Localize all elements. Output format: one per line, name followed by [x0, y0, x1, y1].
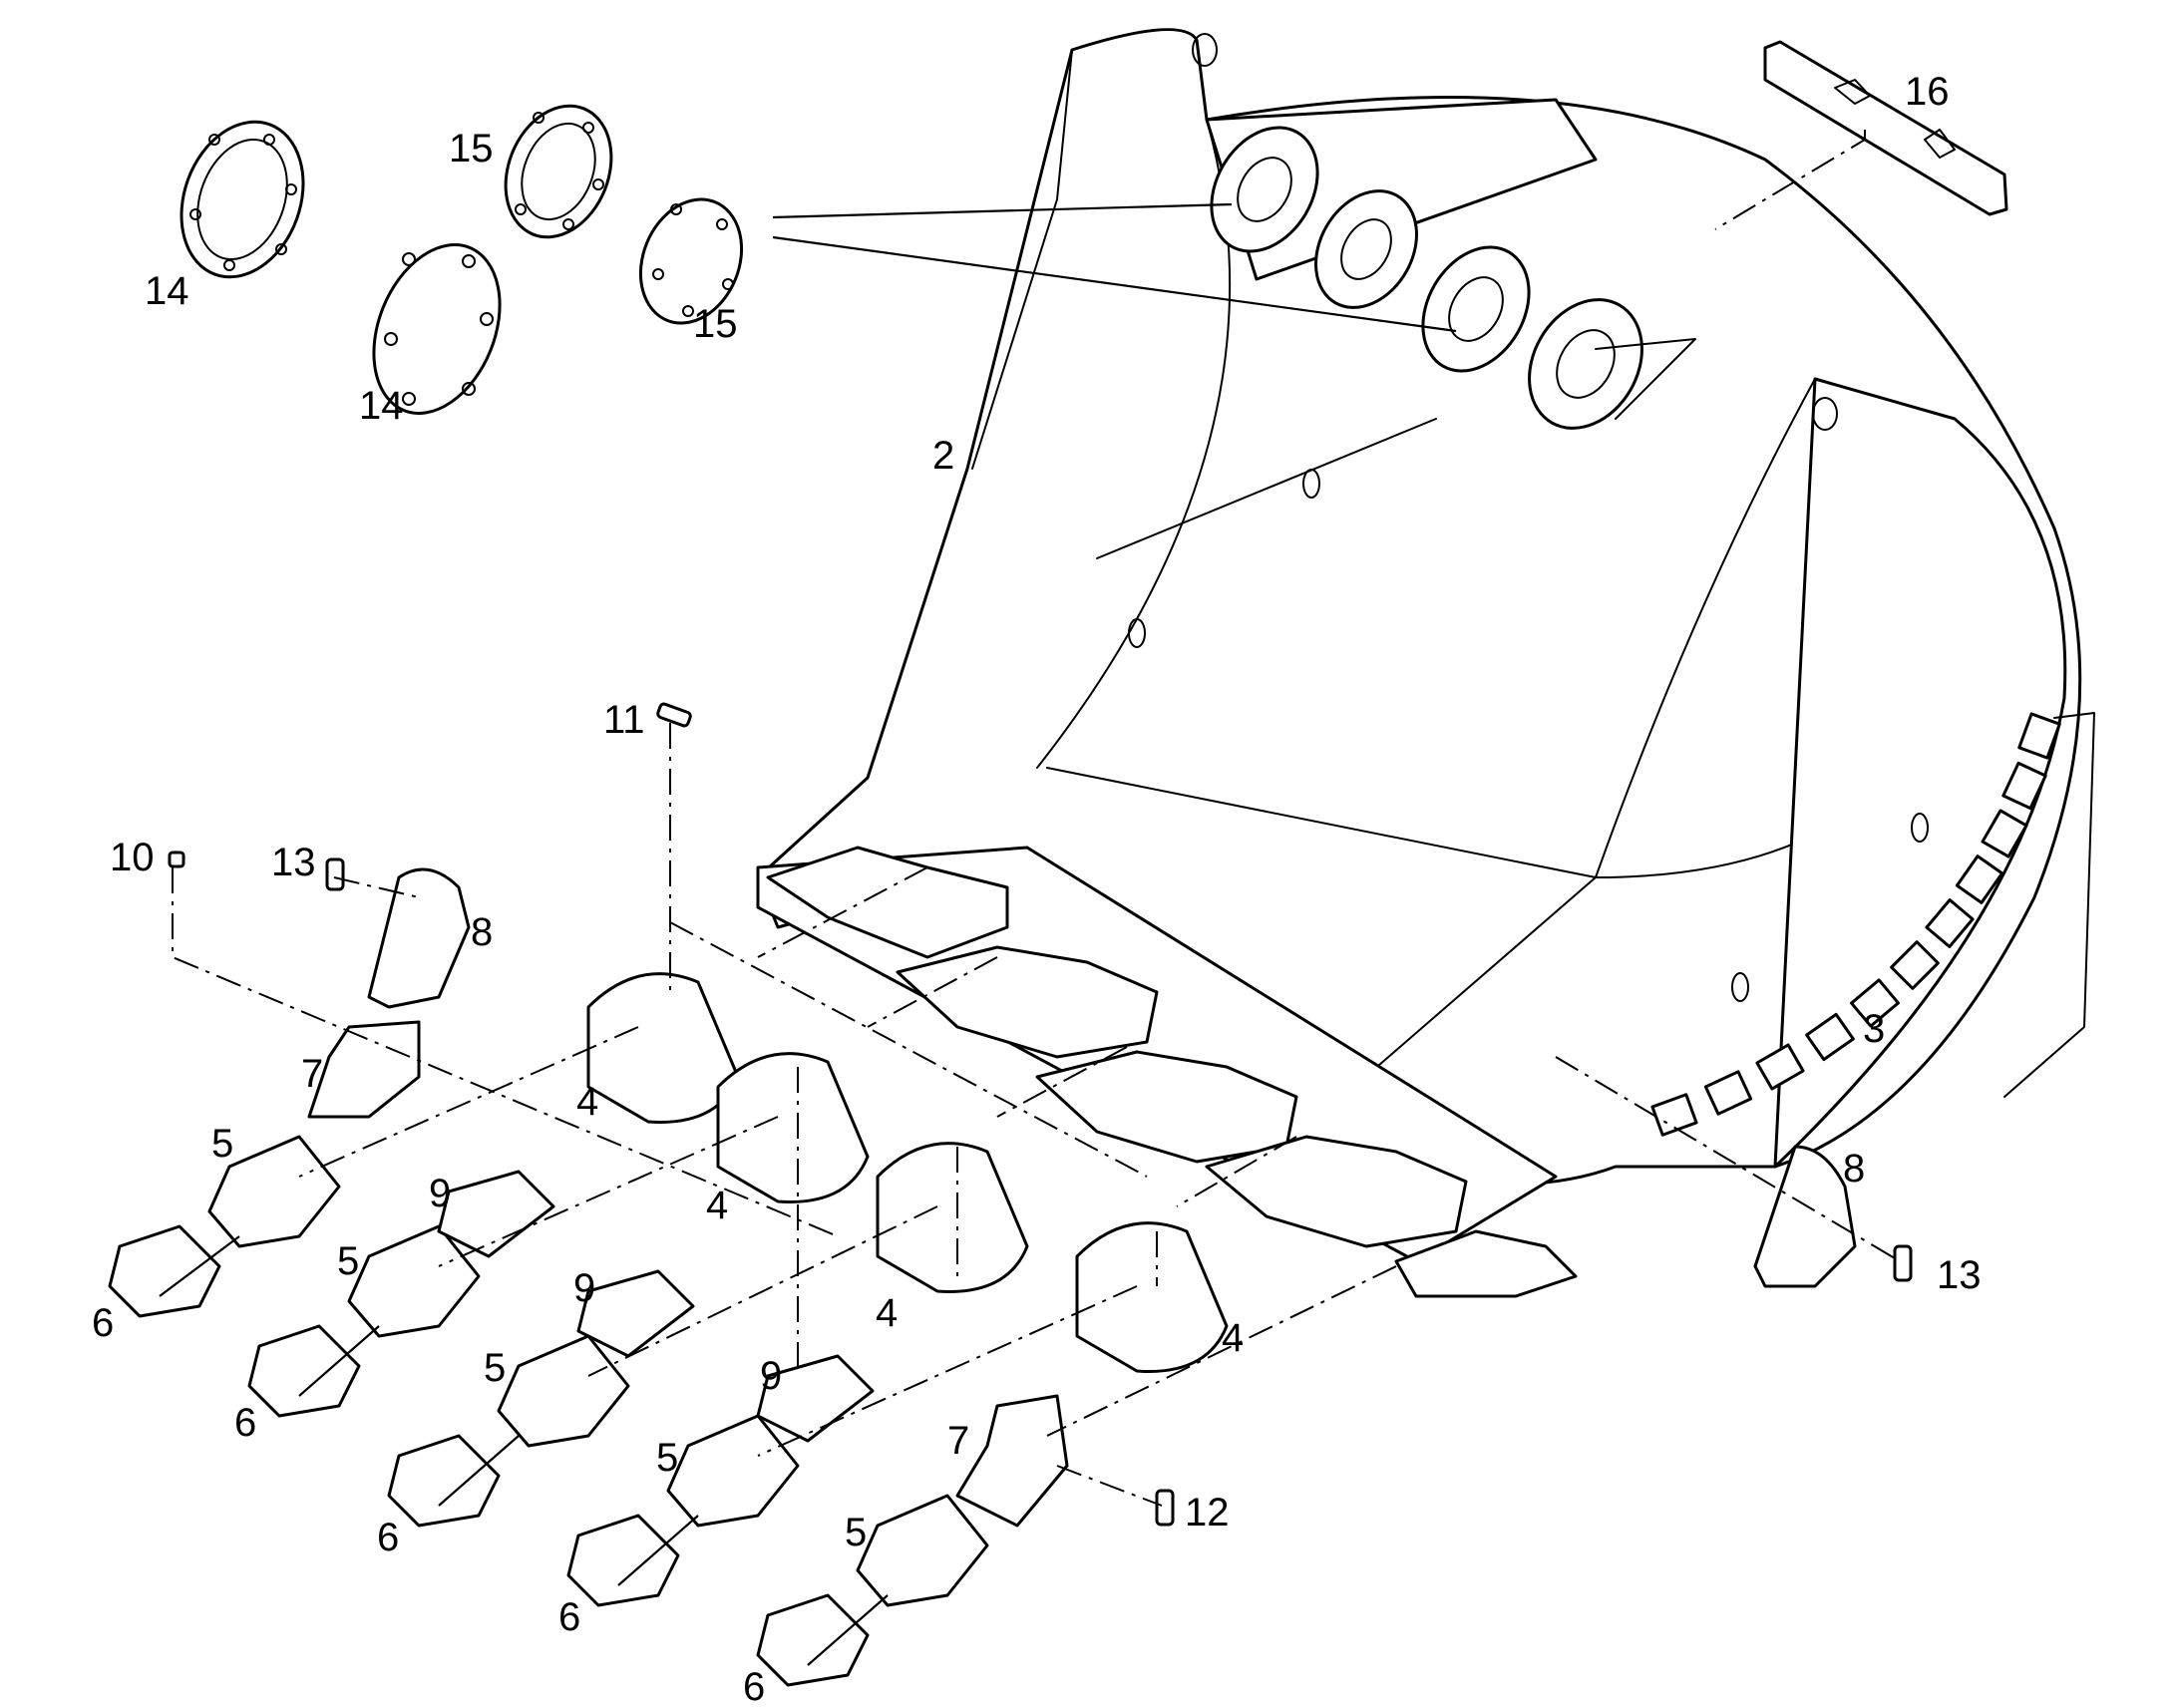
callout-3: 3 — [1863, 1007, 1885, 1051]
lifting-eyes — [1128, 33, 1929, 1002]
side-adapter-7-right — [955, 1394, 1069, 1528]
callout-13-right: 13 — [1937, 1253, 1982, 1297]
callout-6-a: 6 — [92, 1301, 114, 1345]
wear-caps-9 — [437, 1170, 875, 1443]
bolt-holes — [189, 112, 734, 406]
callout-7-left: 7 — [301, 1052, 323, 1096]
callout-6-b: 6 — [234, 1401, 256, 1445]
callout-5-e: 5 — [845, 1511, 867, 1554]
callout-labels: 14 14 15 15 16 2 3 11 10 13 8 7 4 4 4 4 … — [92, 70, 1982, 1708]
callout-14-bottom: 14 — [359, 384, 404, 428]
callout-4-a: 4 — [576, 1080, 598, 1124]
callout-6-c: 6 — [377, 1516, 399, 1559]
callout-11: 11 — [603, 698, 645, 742]
callout-6-e: 6 — [743, 1665, 765, 1708]
callout-16: 16 — [1905, 70, 1950, 114]
wear-plate-8-left — [367, 867, 471, 1009]
callout-9-a: 9 — [429, 1172, 451, 1215]
lip-shrouds-4 — [586, 972, 1229, 1373]
callout-15-top: 15 — [449, 127, 494, 171]
callout-9-c: 9 — [760, 1354, 782, 1398]
callout-5-d: 5 — [656, 1436, 678, 1480]
callout-5-a: 5 — [211, 1122, 233, 1166]
callout-7-right: 7 — [947, 1419, 969, 1463]
callout-2: 2 — [932, 434, 954, 478]
leader-lines — [159, 130, 1901, 1666]
callout-15-bottom: 15 — [693, 302, 738, 346]
callout-4-c: 4 — [876, 1291, 898, 1335]
callout-5-c: 5 — [484, 1346, 506, 1390]
callout-6-d: 6 — [558, 1595, 580, 1639]
tooth-adapters-5 — [207, 1135, 989, 1607]
callout-5-b: 5 — [337, 1239, 359, 1283]
callout-12: 12 — [1185, 1491, 1230, 1535]
callout-9-b: 9 — [573, 1266, 595, 1310]
small-pins — [168, 702, 1913, 1527]
wear-plate-8-right — [1753, 1145, 1857, 1288]
cover-plate-14-bottom — [372, 243, 502, 415]
side-cutter-teeth — [1650, 712, 2061, 1137]
callout-8-right: 8 — [1843, 1147, 1865, 1191]
callout-4-d: 4 — [1222, 1316, 1244, 1360]
side-adapter-7-left — [307, 1020, 421, 1119]
teeth-6 — [108, 1224, 870, 1687]
wear-strip-16 — [1763, 40, 2008, 216]
tooth-adapters — [766, 846, 1578, 1298]
callout-14-top: 14 — [145, 269, 189, 313]
callout-13-left: 13 — [271, 841, 316, 884]
callout-8-left: 8 — [471, 910, 493, 954]
cover-plate-15-bottom — [638, 197, 744, 325]
flange-ring-14-top — [180, 120, 305, 279]
flange-ring-15-top — [504, 104, 613, 239]
callout-10: 10 — [110, 836, 155, 879]
pivot-lugs — [1205, 98, 1696, 430]
callout-4-b: 4 — [706, 1184, 728, 1227]
